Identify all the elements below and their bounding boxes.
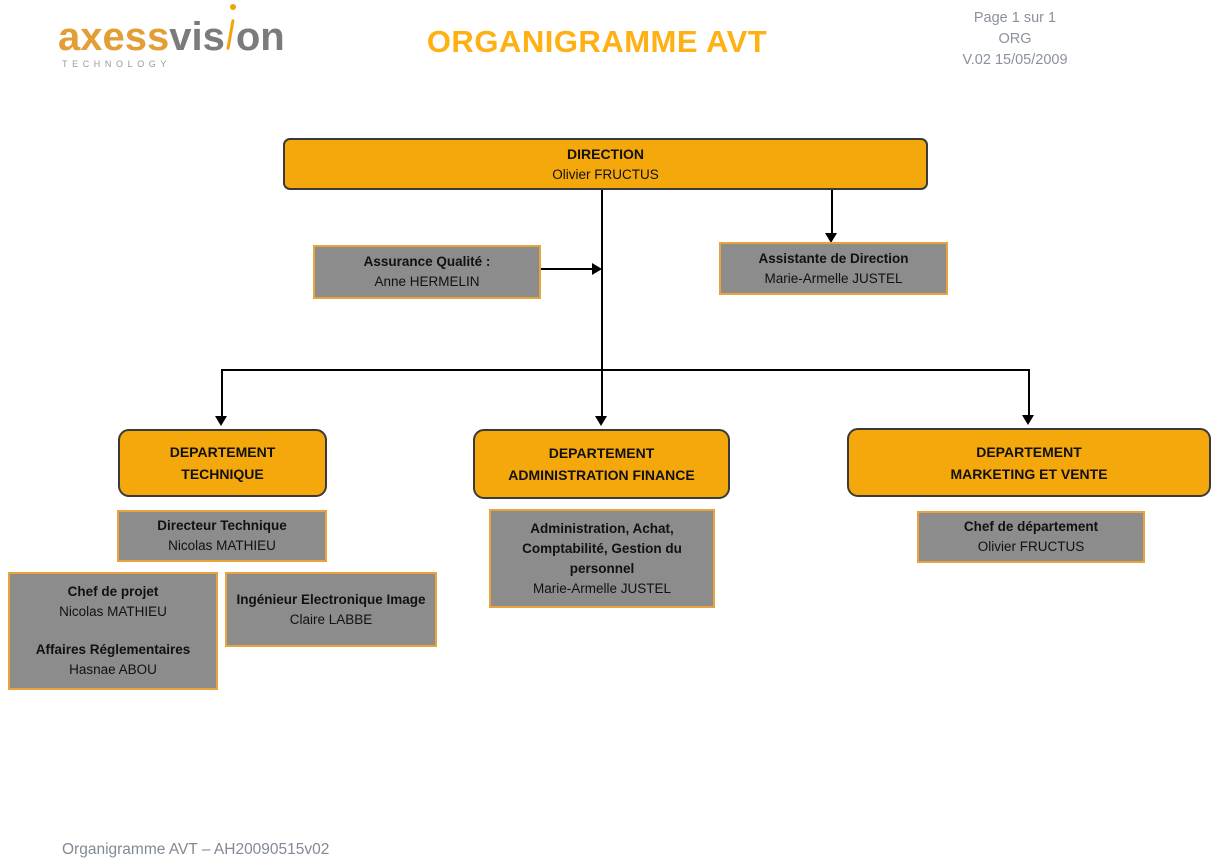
node-person: Marie-Armelle JUSTEL xyxy=(764,270,903,286)
node-person: Marie-Armelle JUSTEL xyxy=(532,580,672,596)
node-title-line1: DEPARTEMENT xyxy=(548,445,655,461)
node-title: Assurance Qualité : xyxy=(363,254,491,269)
node-title-line2: TECHNIQUE xyxy=(181,466,264,482)
footer-document-reference: Organigramme AVT – AH20090515v02 xyxy=(62,841,330,858)
node-administration-team: Administration, Achat, Comptabilité, Ges… xyxy=(489,509,715,608)
node-directeur-technique: Directeur Technique Nicolas MATHIEU xyxy=(117,510,327,562)
node-ingenieur-electronique: Ingénieur Electronique Image Claire LABB… xyxy=(225,572,437,647)
connector-marketing-line xyxy=(1028,369,1030,416)
node-role-1: Chef de projet xyxy=(67,584,159,599)
page-title: ORGANIGRAMME AVT xyxy=(426,24,768,59)
node-person: Nicolas MATHIEU xyxy=(168,538,276,553)
node-chef-de-departement: Chef de département Olivier FRUCTUS xyxy=(917,511,1145,563)
logo-part-vis: vis xyxy=(169,15,225,59)
node-title: DIRECTION xyxy=(567,146,644,162)
connector-assurance-line xyxy=(541,268,593,270)
logo-tagline: TECHNOLOGY xyxy=(62,59,172,69)
node-title-line1: DEPARTEMENT xyxy=(976,443,1082,460)
node-person: Anne HERMELIN xyxy=(374,274,480,289)
connector-admin-line xyxy=(601,369,603,417)
node-person: Olivier FRUCTUS xyxy=(977,539,1085,554)
node-role-2: Affaires Réglementaires xyxy=(35,642,191,657)
node-assistante-direction: Assistante de Direction Marie-Armelle JU… xyxy=(719,242,948,295)
node-departement-technique: DEPARTEMENT TECHNIQUE xyxy=(118,429,327,497)
node-departement-administration-finance: DEPARTEMENT ADMINISTRATION FINANCE xyxy=(473,429,730,499)
meta-version: V.02 15/05/2009 xyxy=(962,52,1068,68)
connector-assistante-line xyxy=(831,190,833,234)
connector-technique-line xyxy=(221,369,223,417)
connector-distribution-line xyxy=(222,369,1030,371)
node-chef-de-projet: Chef de projet Nicolas MATHIEU Affaires … xyxy=(8,572,218,690)
node-title: Chef de département xyxy=(963,519,1099,534)
node-title-line2: MARKETING ET VENTE xyxy=(950,465,1108,482)
node-title: Directeur Technique xyxy=(157,518,287,533)
node-departement-marketing-vente: DEPARTEMENT MARKETING ET VENTE xyxy=(847,428,1211,497)
node-title: Ingénieur Electronique Image xyxy=(236,591,426,607)
node-person-2: Hasnae ABOU xyxy=(69,662,157,677)
arrowhead-marketing xyxy=(1022,415,1034,425)
document-meta: Page 1 sur 1 ORG V.02 15/05/2009 xyxy=(915,8,1115,71)
node-person: Olivier FRUCTUS xyxy=(552,167,659,182)
node-title-line2: ADMINISTRATION FINANCE xyxy=(508,467,695,483)
meta-doc-code: ORG xyxy=(998,31,1032,47)
node-person-1: Nicolas MATHIEU xyxy=(59,604,167,619)
connector-direction-trunk xyxy=(601,190,603,370)
meta-page-number: Page 1 sur 1 xyxy=(973,10,1057,26)
node-assurance-qualite: Assurance Qualité : Anne HERMELIN xyxy=(313,245,541,299)
node-title: Assistante de Direction xyxy=(758,250,909,266)
node-title: Administration, Achat, Comptabilité, Ges… xyxy=(522,520,682,576)
arrowhead-assistante xyxy=(825,233,837,243)
arrowhead-assurance xyxy=(592,263,602,275)
node-direction: DIRECTION Olivier FRUCTUS xyxy=(283,138,928,190)
logo-part-on: on xyxy=(235,15,285,59)
logo-part-axess: axess xyxy=(58,15,170,59)
arrowhead-admin xyxy=(595,416,607,426)
node-title-line1: DEPARTEMENT xyxy=(169,444,276,460)
logo-i-accent-icon xyxy=(225,4,236,51)
node-person: Claire LABBE xyxy=(289,611,373,627)
arrowhead-technique xyxy=(215,416,227,426)
